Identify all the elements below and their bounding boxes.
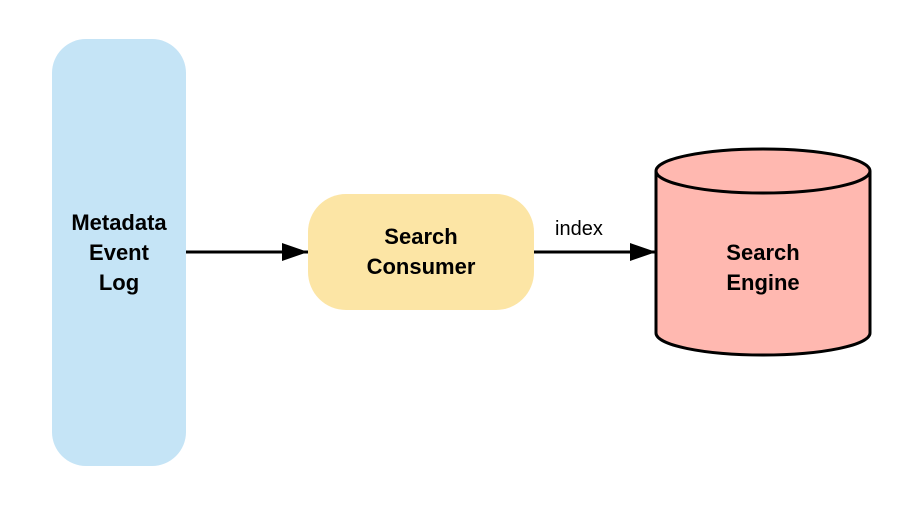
search-consumer-node: Search Consumer	[308, 194, 534, 310]
node-label-line: Search	[726, 240, 800, 265]
cylinder-body	[654, 171, 872, 357]
metadata-event-log-label: Metadata Event Log	[71, 208, 166, 298]
node-label-line: Engine	[726, 270, 800, 295]
search-engine-label: Search Engine	[656, 238, 870, 298]
node-label-line: Log	[98, 269, 140, 295]
node-label-line: Search	[384, 224, 458, 249]
search-engine-cylinder	[654, 147, 872, 357]
node-label-line: Event	[89, 239, 149, 265]
node-label-line: Metadata	[71, 209, 167, 235]
metadata-event-log-node: Metadata Event Log	[52, 39, 186, 466]
search-consumer-label: Search Consumer	[367, 222, 476, 282]
cylinder-top	[654, 147, 872, 195]
node-label-line: Consumer	[366, 254, 476, 279]
edge-label-index: index	[555, 218, 603, 240]
